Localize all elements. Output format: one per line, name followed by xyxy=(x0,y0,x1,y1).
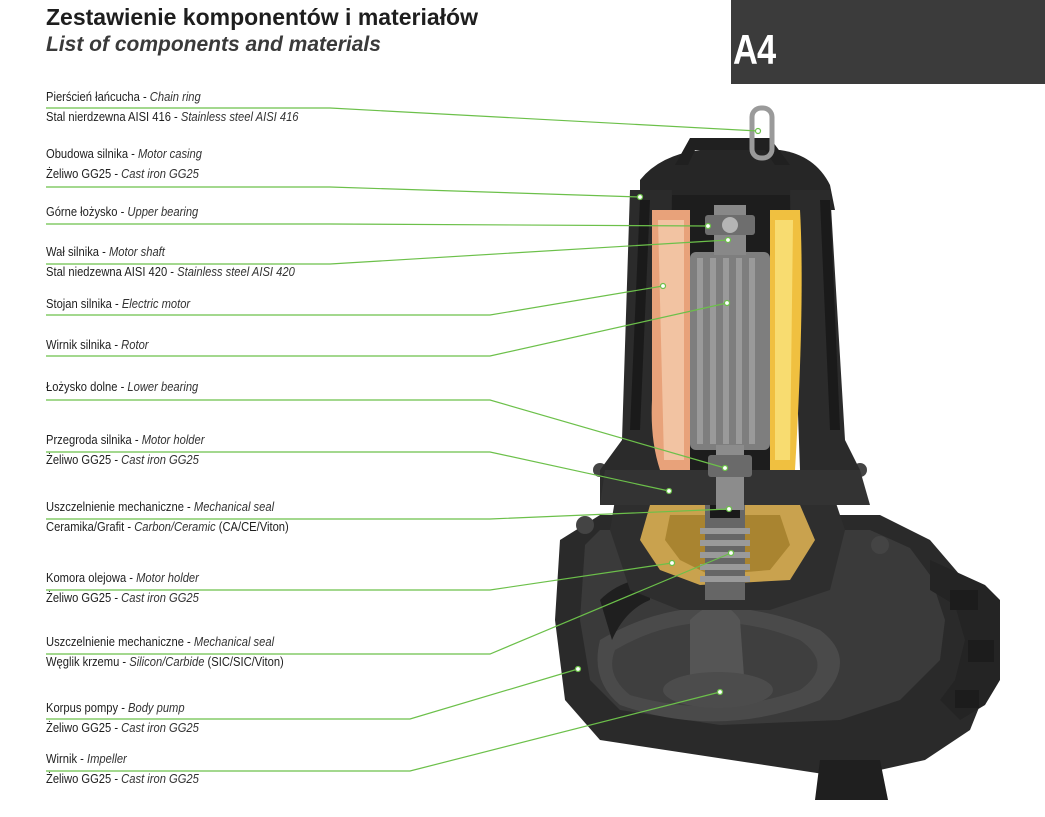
leader-line-body-pump xyxy=(46,668,579,720)
component-name-en: Mechanical seal xyxy=(193,634,275,649)
component-name-pl: Stojan silnika - xyxy=(46,296,122,311)
material-pl: Żeliwo GG25 - xyxy=(46,720,122,735)
material-en: Cast iron GG25 xyxy=(121,590,199,605)
leader-line-rotor xyxy=(46,302,728,357)
material-en: Cast iron GG25 xyxy=(121,166,199,181)
component-name-en: Mechanical seal xyxy=(193,499,275,514)
component-name-pl: Korpus pompy - xyxy=(46,700,129,715)
leader-line-upper-bearing xyxy=(46,223,709,227)
component-name-en: Motor holder xyxy=(141,432,205,447)
leader-line-chain-ring xyxy=(46,107,759,132)
material-en: Carbon/Ceramic xyxy=(134,519,216,534)
material-pl: Żeliwo GG25 - xyxy=(46,590,122,605)
component-name-en: Lower bearing xyxy=(127,379,199,394)
model-code-box: A4 xyxy=(731,0,1045,84)
component-name-pl: Łożysko dolne - xyxy=(46,379,128,394)
component-label-lower-bearing: Łożysko dolne - Lower bearing xyxy=(46,377,198,397)
component-name-pl: Wirnik silnika - xyxy=(46,337,122,352)
component-name-pl: Przegroda silnika - xyxy=(46,432,142,447)
component-name-pl: Uszczelnienie mechaniczne - xyxy=(46,499,194,514)
material-pl: Węglik krzemu - xyxy=(46,654,130,669)
component-label-rotor: Wirnik silnika - Rotor xyxy=(46,335,149,355)
leader-line-impeller xyxy=(46,691,721,772)
component-name-pl: Uszczelnienie mechaniczne - xyxy=(46,634,194,649)
leader-line-motor-casing xyxy=(46,186,641,198)
page-title: Zestawienie komponentów i materiałów xyxy=(46,4,478,30)
component-name-en: Chain ring xyxy=(149,89,201,104)
component-name-pl: Wał silnika - xyxy=(46,244,109,259)
component-name-en: Upper bearing xyxy=(127,204,199,219)
material-en: Cast iron GG25 xyxy=(121,452,199,467)
component-name-en: Motor holder xyxy=(136,570,199,585)
leader-line-lower-bearing xyxy=(46,399,726,469)
component-name-en: Body pump xyxy=(128,700,185,715)
component-label-oil-chamber: Komora olejowa - Motor holder Żeliwo GG2… xyxy=(46,568,199,608)
material-pl: Żeliwo GG25 - xyxy=(46,452,122,467)
component-label-mechanical-seal-upper: Uszczelnienie mechaniczne - Mechanical s… xyxy=(46,497,289,537)
material-pl: Żeliwo GG25 - xyxy=(46,771,122,786)
component-name-en: Impeller xyxy=(86,751,127,766)
leader-line-oil-chamber xyxy=(46,562,673,591)
page-subtitle: List of components and materials xyxy=(46,33,381,56)
component-name-pl: Komora olejowa - xyxy=(46,570,137,585)
material-extra: (SIC/SIC/Viton) xyxy=(204,654,284,669)
material-pl: Stal niedzewna AISI 420 - xyxy=(46,264,178,279)
component-label-impeller: Wirnik - Impeller Żeliwo GG25 - Cast iro… xyxy=(46,749,199,789)
component-label-motor-shaft: Wał silnika - Motor shaft Stal niedzewna… xyxy=(46,242,295,282)
leader-line-mechanical-seal-lower xyxy=(46,552,732,655)
material-pl: Stal nierdzewna AISI 416 - xyxy=(46,109,181,124)
component-label-body-pump: Korpus pompy - Body pump Żeliwo GG25 - C… xyxy=(46,698,199,738)
leader-line-motor-shaft xyxy=(46,239,729,265)
page-title-block: Zestawienie komponentów i materiałów Lis… xyxy=(46,2,478,58)
leader-line-electric-motor xyxy=(46,285,664,316)
component-name-pl: Wirnik - xyxy=(46,751,87,766)
component-name-en: Rotor xyxy=(121,337,149,352)
component-name-en: Electric motor xyxy=(121,296,191,311)
component-label-electric-motor: Stojan silnika - Electric motor xyxy=(46,294,190,314)
motor-casing-shape xyxy=(600,105,870,510)
material-pl: Ceramika/Grafit - xyxy=(46,519,135,534)
component-name-pl: Obudowa silnika - xyxy=(46,146,138,161)
leader-line-motor-holder xyxy=(46,451,670,492)
component-name-pl: Górne łożysko - xyxy=(46,204,128,219)
component-name-en: Motor casing xyxy=(137,146,202,161)
leader-lines xyxy=(46,107,759,772)
material-en: Stainless steel AISI 416 xyxy=(180,109,299,124)
component-label-motor-casing: Obudowa silnika - Motor casing Żeliwo GG… xyxy=(46,144,202,184)
material-en: Cast iron GG25 xyxy=(121,720,199,735)
material-en: Cast iron GG25 xyxy=(121,771,199,786)
component-label-motor-holder: Przegroda silnika - Motor holder Żeliwo … xyxy=(46,430,204,470)
material-en: Stainless steel AISI 420 xyxy=(177,264,295,279)
component-name-en: Motor shaft xyxy=(108,244,165,259)
component-label-upper-bearing: Górne łożysko - Upper bearing xyxy=(46,202,198,222)
model-code: A4 xyxy=(733,26,776,73)
leader-line-mechanical-seal-upper xyxy=(46,508,730,520)
component-label-chain-ring: Pierścień łańcucha - Chain ring Stal nie… xyxy=(46,87,299,127)
leader-dots xyxy=(574,127,762,696)
component-label-mechanical-seal-lower: Uszczelnienie mechaniczne - Mechanical s… xyxy=(46,632,284,672)
component-name-pl: Pierścień łańcucha - xyxy=(46,89,150,104)
material-extra: (CA/CE/Viton) xyxy=(215,519,289,534)
material-pl: Żeliwo GG25 - xyxy=(46,166,122,181)
material-en: Silicon/Carbide xyxy=(129,654,205,669)
